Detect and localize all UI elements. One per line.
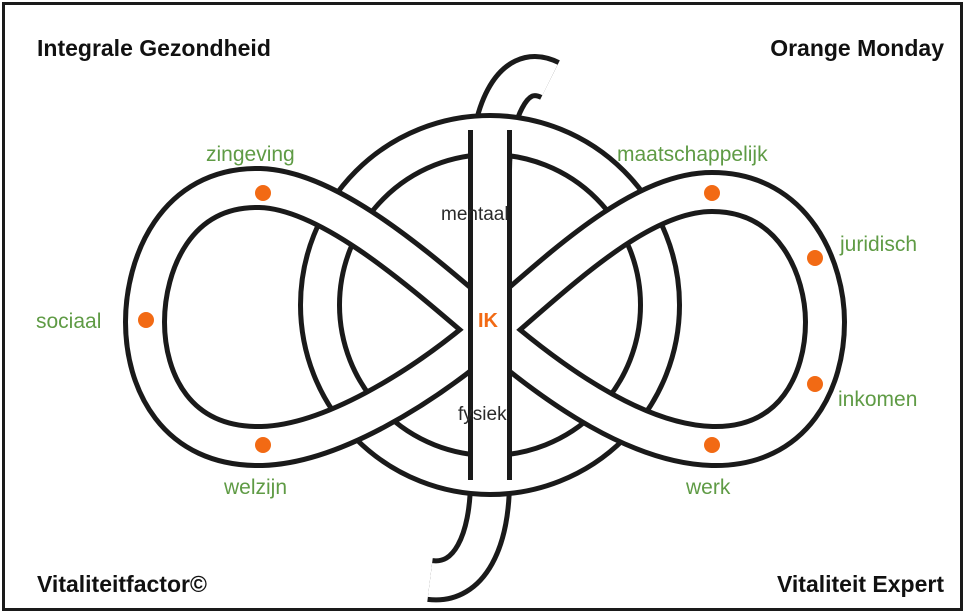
marker-welzijn (255, 437, 271, 453)
label-werk: werk (685, 476, 731, 499)
label-welzijn: welzijn (223, 476, 287, 499)
label-mentaal: mentaal (441, 204, 509, 225)
label-zingeving: zingeving (206, 143, 295, 166)
label-inkomen: inkomen (838, 388, 917, 411)
marker-juridisch (807, 250, 823, 266)
label-sociaal: sociaal (36, 310, 101, 333)
label-ik: IK (478, 310, 499, 332)
label-fysiek: fysiek (458, 404, 507, 425)
marker-sociaal (138, 312, 154, 328)
marker-werk (704, 437, 720, 453)
label-juridisch: juridisch (839, 233, 917, 256)
marker-maatschappelijk (704, 185, 720, 201)
marker-inkomen (807, 376, 823, 392)
marker-zingeving (255, 185, 271, 201)
label-maatschappelijk: maatschappelijk (617, 143, 768, 166)
